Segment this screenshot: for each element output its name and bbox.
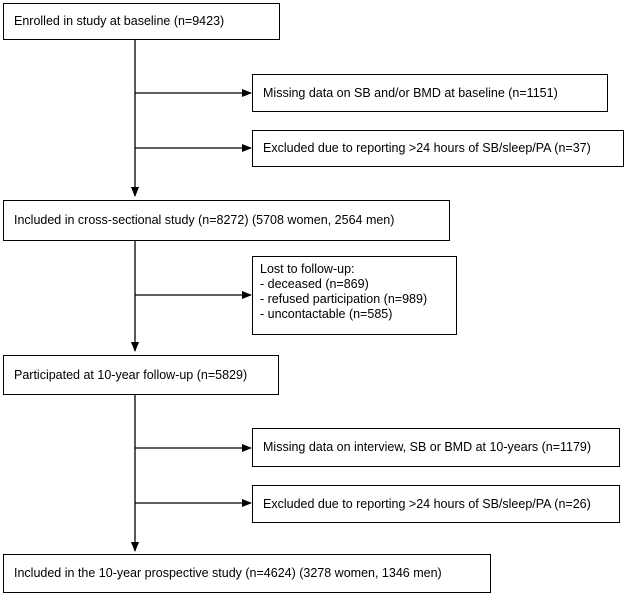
box-excluded-10yr-text: Excluded due to reporting >24 hours of S… bbox=[263, 496, 591, 511]
box-prospective: Included in the 10-year prospective stud… bbox=[3, 554, 491, 593]
box-excluded-baseline-text: Excluded due to reporting >24 hours of S… bbox=[263, 141, 591, 155]
box-cross-sectional-text: Included in cross-sectional study (n=827… bbox=[14, 213, 395, 227]
box-enrolled: Enrolled in study at baseline (n=9423) bbox=[3, 3, 280, 40]
lost-followup-title: Lost to follow-up: bbox=[260, 262, 355, 276]
box-participated: Participated at 10-year follow-up (n=582… bbox=[3, 355, 279, 395]
box-excluded-baseline: Excluded due to reporting >24 hours of S… bbox=[252, 130, 624, 167]
box-participated-text: Participated at 10-year follow-up (n=582… bbox=[14, 367, 248, 382]
box-missing-10yr: Missing data on interview, SB or BMD at … bbox=[252, 428, 620, 467]
box-prospective-text: Included in the 10-year prospective stud… bbox=[14, 566, 442, 580]
lost-followup-item: - uncontactable (n=585) bbox=[260, 307, 393, 321]
box-lost-followup: Lost to follow-up: - deceased (n=869) - … bbox=[252, 256, 457, 335]
box-excluded-10yr: Excluded due to reporting >24 hours of S… bbox=[252, 485, 620, 523]
box-enrolled-text: Enrolled in study at baseline (n=9423) bbox=[14, 14, 225, 28]
lost-followup-item: - deceased (n=869) bbox=[260, 277, 369, 291]
box-missing-baseline: Missing data on SB and/or BMD at baselin… bbox=[252, 74, 608, 112]
lost-followup-item: - refused participation (n=989) bbox=[260, 292, 428, 306]
box-missing-baseline-text: Missing data on SB and/or BMD at baselin… bbox=[263, 85, 558, 100]
box-cross-sectional: Included in cross-sectional study (n=827… bbox=[3, 200, 450, 241]
box-missing-10yr-text: Missing data on interview, SB or BMD at … bbox=[263, 440, 592, 454]
